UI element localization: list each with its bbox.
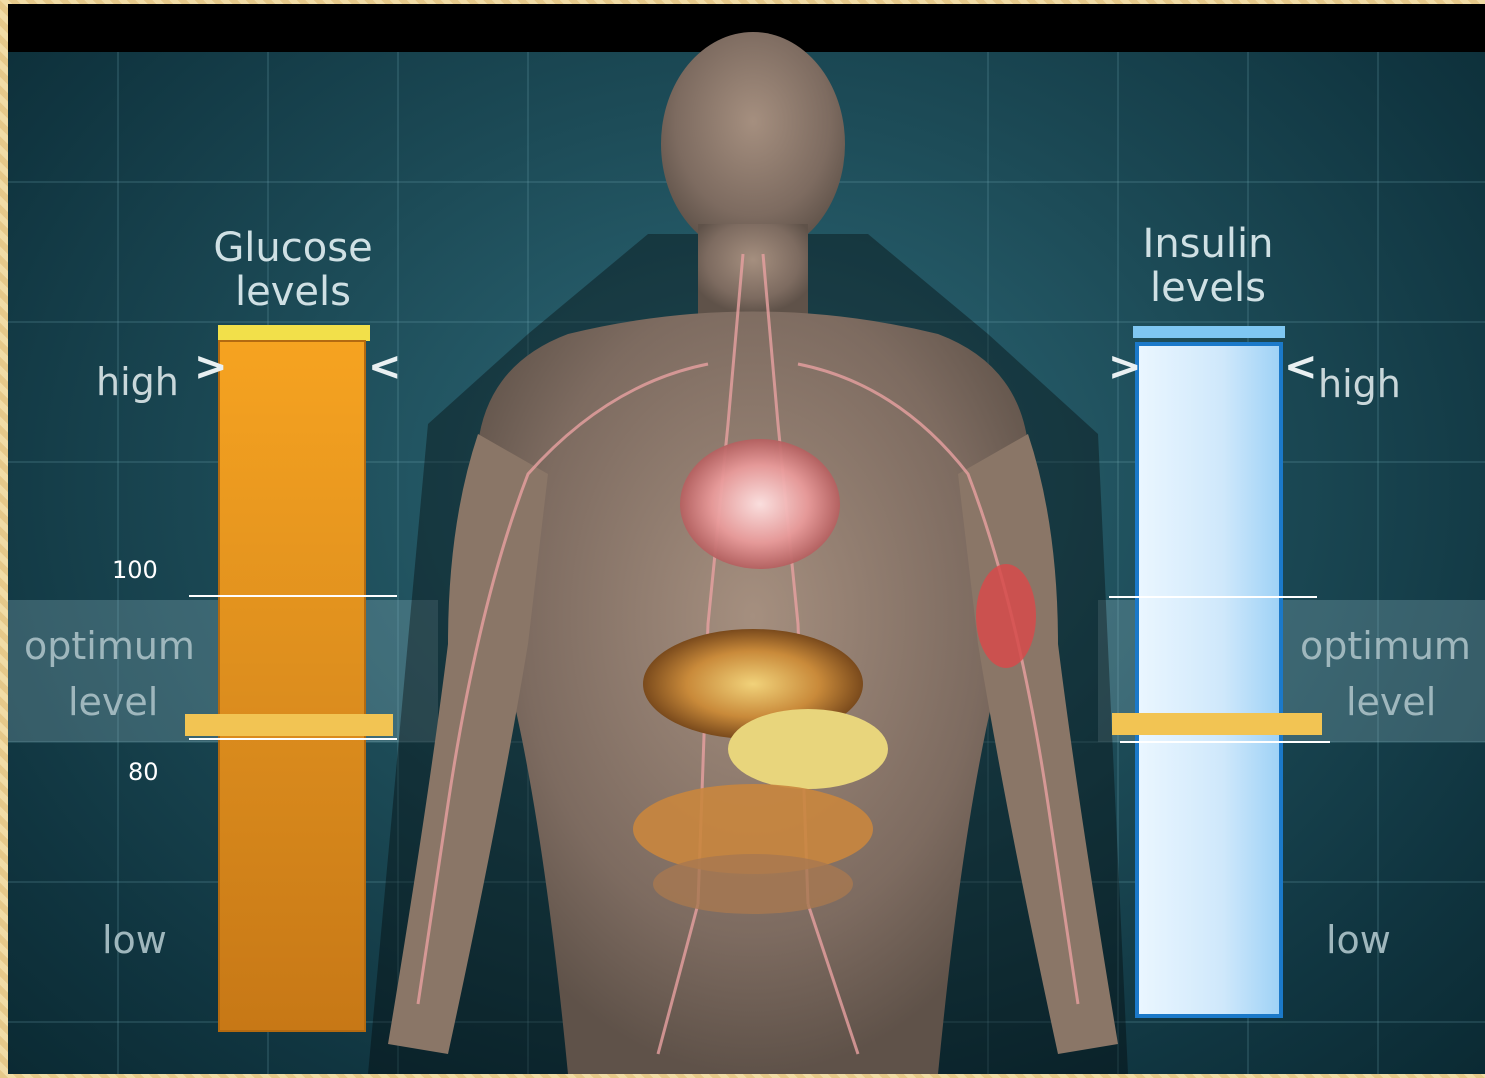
glucose-level-marker [185,714,393,736]
glucose-high-chevron-right: < [368,344,402,390]
glucose-title-line1: Glucose [198,226,388,270]
glucose-optimum-label-line2: level [68,680,158,724]
insulin-title: Insulin levels [1113,222,1303,310]
insulin-upper-line [1109,596,1317,598]
insulin-high-label: high [1318,362,1401,406]
insulin-high-chevron-right: < [1284,344,1318,390]
glucose-level-bar [218,340,366,1032]
insulin-high-chevron-left: > [1108,344,1142,390]
glucose-lower-value: 80 [128,758,159,786]
glucose-bar-cap [218,325,370,341]
insulin-lower-line [1120,741,1330,743]
insulin-optimum-label-line1: optimum [1300,624,1471,668]
insulin-optimum-label-line2: level [1346,680,1436,724]
glucose-upper-value: 100 [112,556,158,584]
glucose-title: Glucose levels [198,226,388,314]
glucose-low-label: low [102,918,167,962]
glucose-optimum-label-line1: optimum [24,624,195,668]
insulin-level-bar [1135,342,1283,1018]
glucose-high-label: high [96,360,179,404]
glucose-high-chevron-left: > [194,344,228,390]
glucose-upper-line [189,595,397,597]
insulin-title-line1: Insulin [1113,222,1303,266]
insulin-level-marker [1112,713,1322,735]
glucose-title-line2: levels [198,270,388,314]
glucose-lower-line [189,738,397,740]
diagram-frame: Glucose levels high > < 100 optimum leve… [8,4,1485,1074]
insulin-low-label: low [1326,918,1391,962]
insulin-title-line2: levels [1113,266,1303,310]
insulin-bar-cap [1133,326,1285,338]
